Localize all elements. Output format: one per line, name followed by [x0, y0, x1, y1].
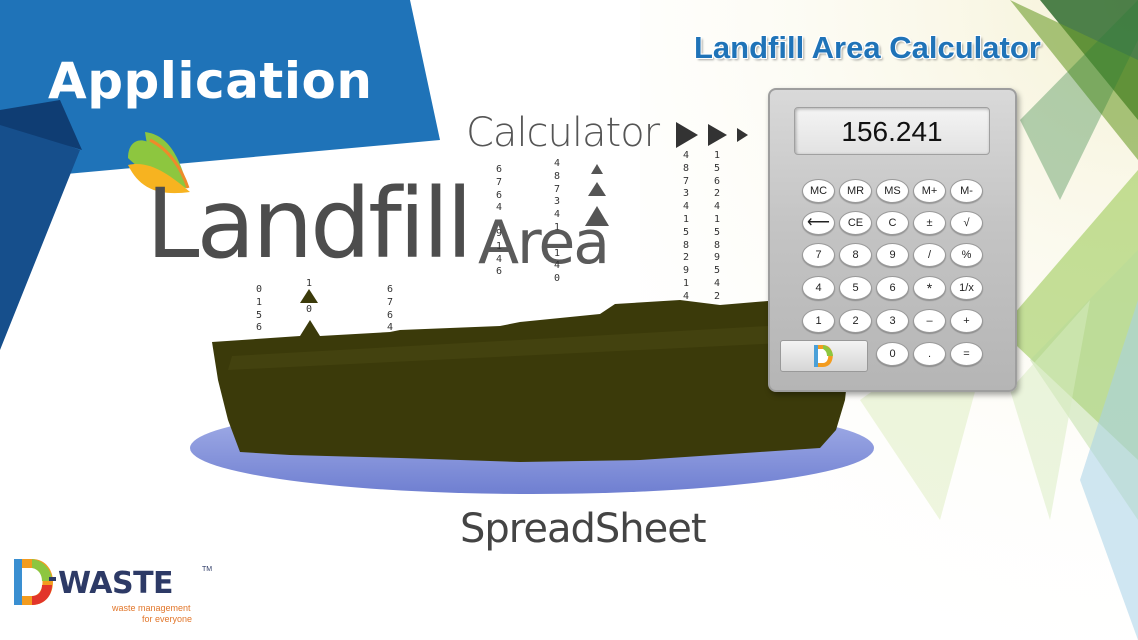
key-9[interactable]: 9	[876, 243, 909, 267]
key-multiply[interactable]: *	[913, 276, 946, 300]
key-ce[interactable]: CE	[839, 211, 872, 235]
key-5[interactable]: 5	[839, 276, 872, 300]
digit-column: 1 0	[305, 278, 313, 315]
key-divide[interactable]: /	[913, 243, 946, 267]
key-4[interactable]: 4	[802, 276, 835, 300]
key-7[interactable]: 7	[802, 243, 835, 267]
key-plus-minus[interactable]: ±	[913, 211, 946, 235]
digit-column: 4 8 7 3 4 1 1 4 0	[553, 158, 561, 285]
key-add[interactable]: +	[950, 309, 983, 333]
brand-trademark: TM	[202, 566, 213, 573]
banner-application-label: Application	[48, 52, 373, 110]
key-2[interactable]: 2	[839, 309, 872, 333]
key-backspace[interactable]: ⟵	[802, 211, 835, 235]
key-sqrt[interactable]: √	[950, 211, 983, 235]
calculator-display-value: 156.241	[841, 116, 943, 147]
digit-column: 1 5 6 2 4 1 5 8 9 5 4 2	[713, 150, 721, 302]
digit-column: 6 7 6 4	[386, 284, 394, 334]
key-6[interactable]: 6	[876, 276, 909, 300]
brand-name: WASTE	[58, 566, 174, 601]
calculator-label: Calculator	[466, 110, 660, 156]
brand-tagline-2: for everyone	[142, 614, 193, 624]
key-equals[interactable]: =	[950, 342, 983, 366]
key-mc[interactable]: MC	[802, 179, 835, 203]
key-decimal[interactable]: .	[913, 342, 946, 366]
page-title: Landfill Area Calculator	[694, 30, 1041, 65]
key-m-minus[interactable]: M-	[950, 179, 983, 203]
digit-column: 4 8 7 3 4 1 5 8 2 9 1 4	[682, 150, 690, 302]
key-mr[interactable]: MR	[839, 179, 872, 203]
key-8[interactable]: 8	[839, 243, 872, 267]
digit-column: 6 7 6 4 9 1 4 6	[495, 164, 503, 278]
calculator-display: 156.241	[794, 107, 990, 155]
key-c[interactable]: C	[876, 211, 909, 235]
key-3[interactable]: 3	[876, 309, 909, 333]
dwaste-logo-key[interactable]	[780, 340, 868, 372]
brand-tagline-1: waste management	[112, 603, 191, 613]
key-0[interactable]: 0	[876, 342, 909, 366]
key-reciprocal[interactable]: 1/x	[950, 276, 983, 300]
dwaste-logo-icon	[14, 559, 56, 605]
key-subtract[interactable]: –	[913, 309, 946, 333]
key-m-plus[interactable]: M+	[913, 179, 946, 203]
landfill-logo-word: Landfill	[146, 168, 473, 280]
calculator-widget: 156.241 MC MR MS M+ M- ⟵ CE C ± √ 7 8 9 …	[768, 88, 1017, 392]
dwaste-d-icon	[814, 345, 833, 367]
spreadsheet-label: SpreadSheet	[460, 506, 707, 552]
key-1[interactable]: 1	[802, 309, 835, 333]
area-logo-word: Area	[478, 208, 610, 278]
digit-column: 0 1 5 6	[255, 284, 263, 334]
key-percent[interactable]: %	[950, 243, 983, 267]
key-ms[interactable]: MS	[876, 179, 909, 203]
